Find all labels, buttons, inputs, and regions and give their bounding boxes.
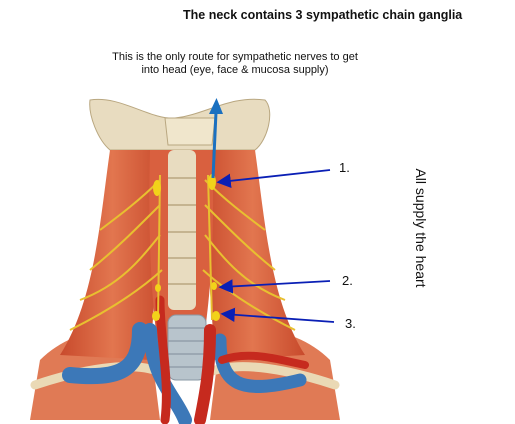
ganglion-pointer-arrows — [216, 169, 335, 323]
pointer-arrow-3 — [220, 307, 335, 323]
heart-supply-label: All supply the heart — [413, 168, 429, 288]
pointer-arrow-1 — [216, 169, 331, 188]
ganglion-label-3: 3. — [345, 316, 356, 331]
ganglion-label-2: 2. — [342, 273, 353, 288]
cervical-nerves — [69, 174, 296, 331]
route-up-arrow — [209, 98, 223, 179]
middle-cervical-ganglion — [211, 282, 217, 290]
vertebral-column — [168, 150, 196, 310]
inferior-cervical-ganglion — [212, 311, 220, 321]
trachea — [167, 314, 207, 381]
ganglion-label-1: 1. — [339, 160, 350, 175]
sympathetic-ganglia — [152, 174, 220, 321]
blood-vessels — [62, 295, 309, 424]
route-note: This is the only route for sympathetic n… — [112, 51, 358, 76]
pointer-arrow-2 — [218, 279, 331, 294]
skull-base — [89, 98, 271, 151]
figure-title: The neck contains 3 sympathetic chain ga… — [183, 8, 463, 22]
